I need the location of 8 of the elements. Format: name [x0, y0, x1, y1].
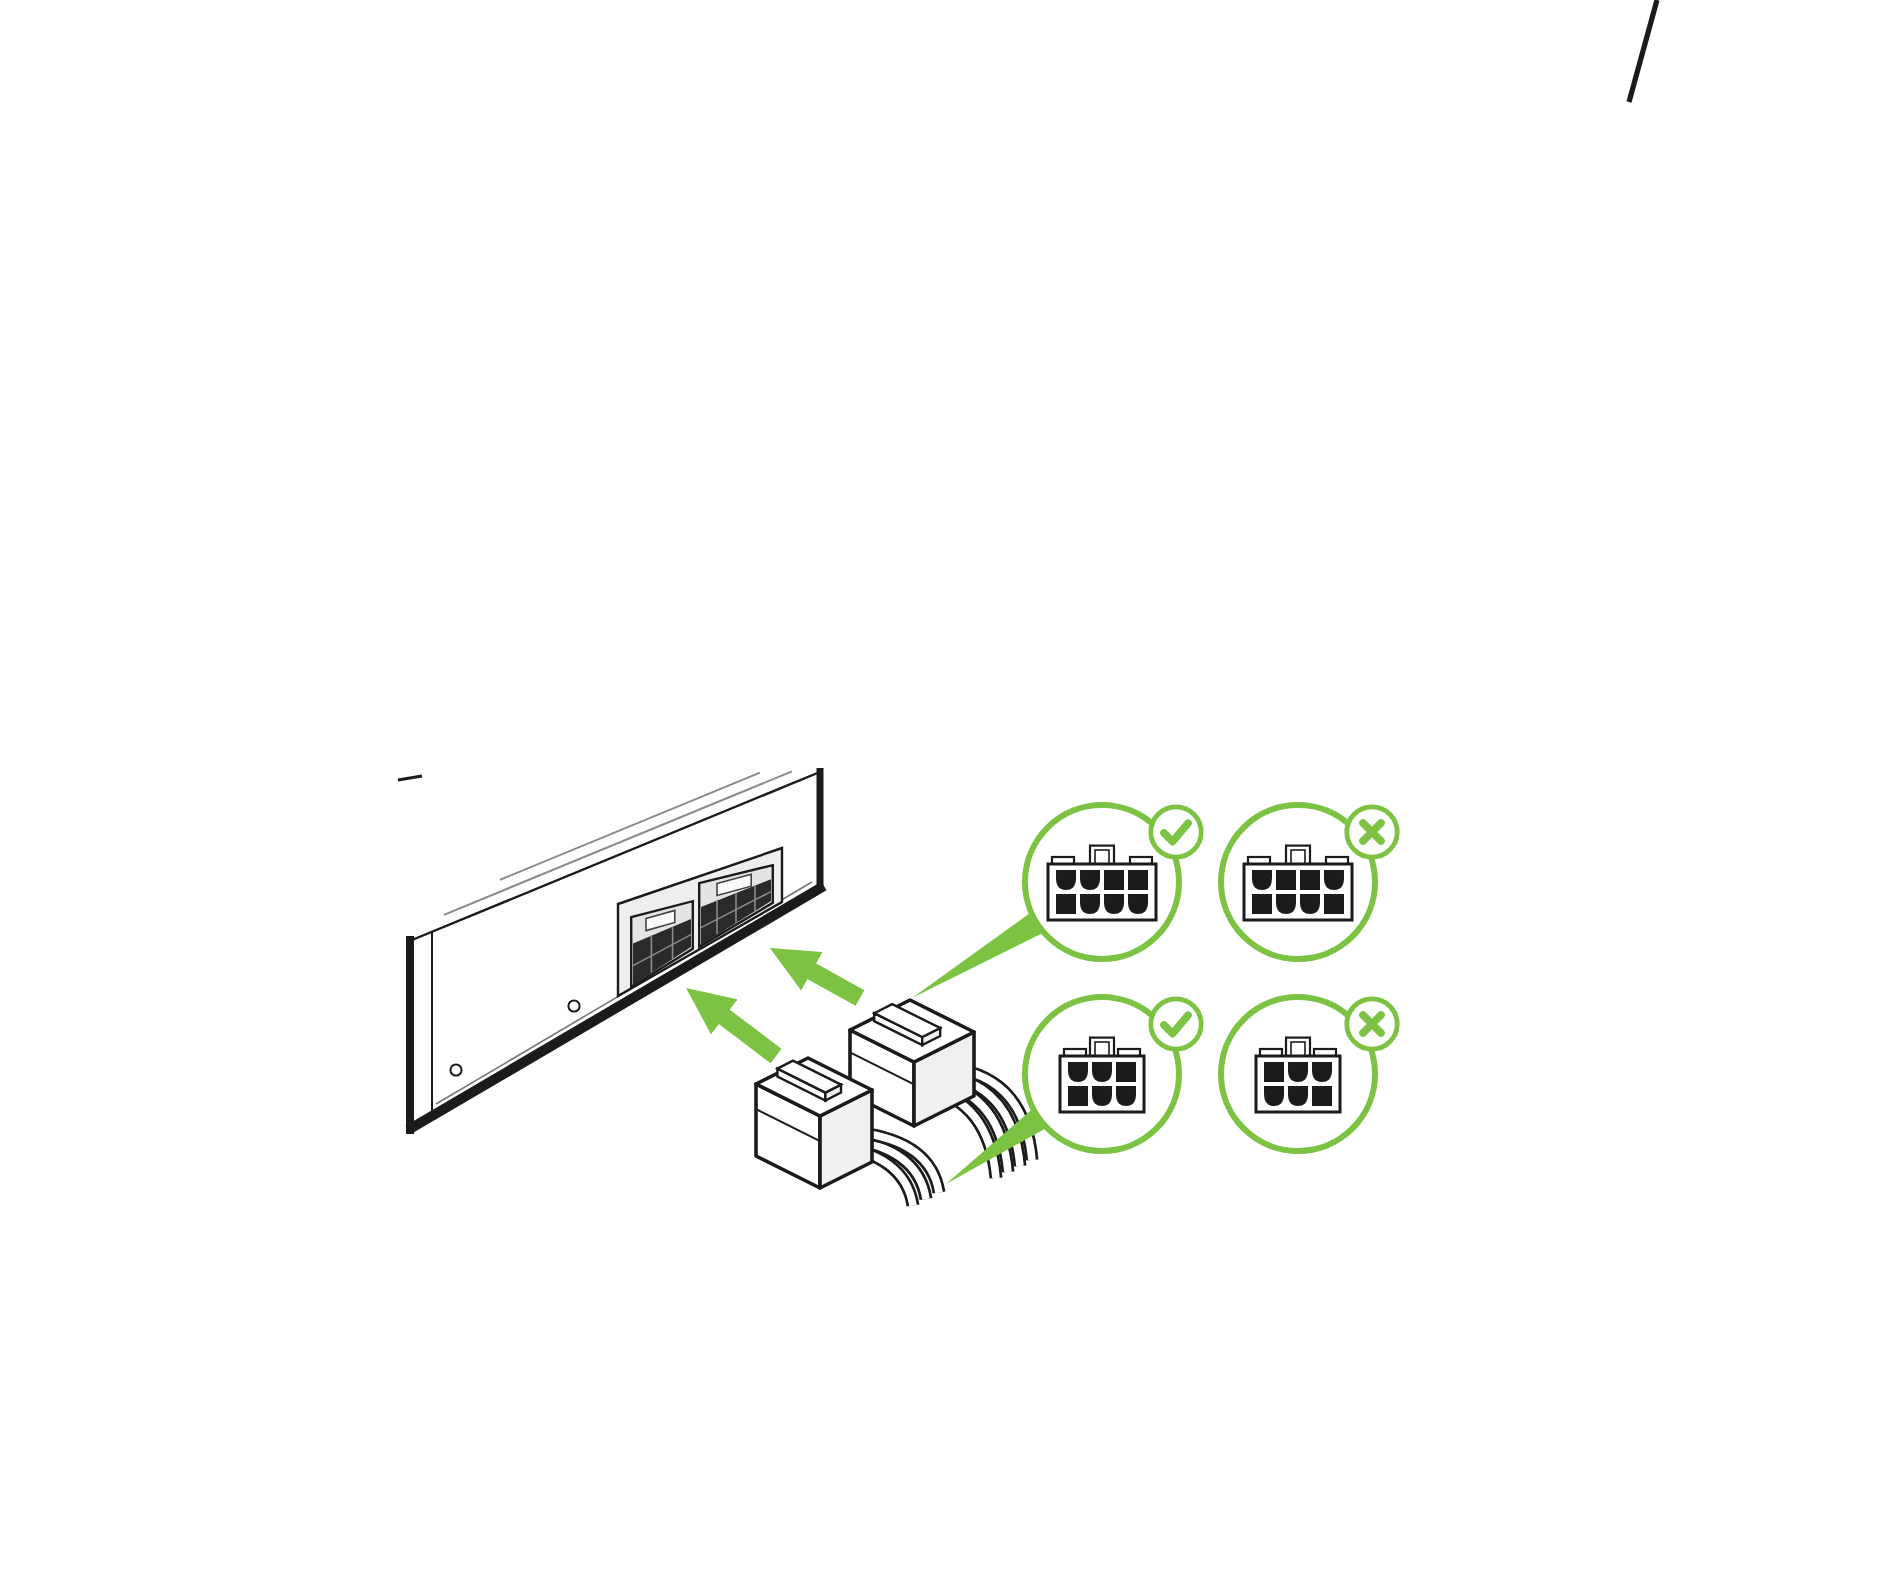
power-socket — [630, 900, 694, 988]
graphics-card-illustration — [392, 764, 832, 1138]
power-plug-illustration — [752, 1056, 946, 1212]
callout-pointer — [946, 1108, 1047, 1184]
arrow — [686, 987, 782, 1064]
power-socket — [698, 864, 774, 948]
arrow — [769, 948, 865, 1006]
callout-pointer — [912, 911, 1045, 998]
